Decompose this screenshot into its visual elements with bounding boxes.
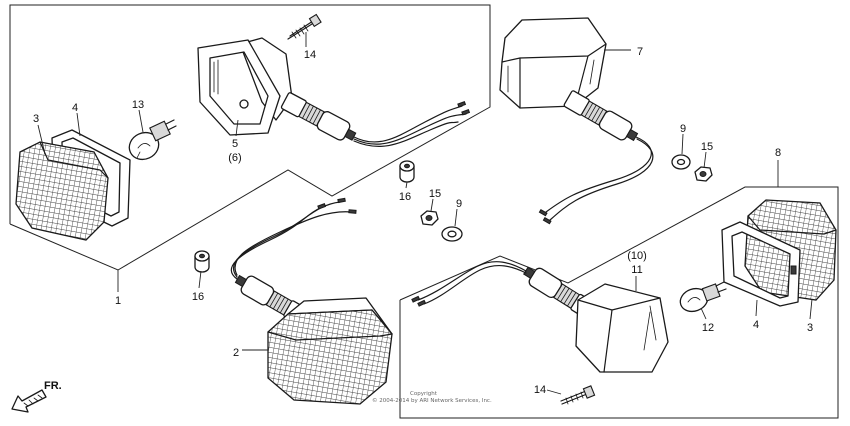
lens-lower-center (267, 309, 393, 405)
washer-upper-right (671, 154, 691, 170)
callout-screw-bottom: 14 (534, 384, 546, 396)
housing-lower-right (575, 283, 669, 373)
group-frame-left-assembly (9, 4, 491, 271)
callout-cushion-left: 16 (192, 291, 204, 303)
callout-gasket-upper-left: 4 (72, 102, 78, 114)
bulb-lower-right (679, 281, 727, 313)
wires-lower-center (230, 197, 357, 280)
callout-lens-lower-right: 3 (807, 322, 813, 334)
cushion-center (399, 160, 415, 183)
callout-housing-lower-right-alt: (10) (627, 250, 647, 262)
callout-lamp-upper-right: 7 (637, 46, 643, 58)
callout-screw-top: 14 (304, 49, 316, 61)
group-frame-right-assembly (399, 186, 839, 419)
lamp-lower-center (267, 297, 393, 405)
nut-upper-right (694, 166, 713, 182)
callout-housing-upper-left: 5 (232, 138, 238, 150)
leader-lines (37, 32, 813, 395)
front-direction-label: FR. (44, 380, 62, 392)
wires-lower-right (411, 261, 527, 307)
watermark-line1: Copyright (410, 391, 438, 397)
watermark-line2: © 2004-2014 by ARI Network Services, Inc… (372, 397, 492, 404)
callout-nut-upper-right: 15 (701, 141, 713, 153)
callout-lens-upper-left: 3 (33, 113, 39, 125)
callout-housing-upper-left-alt: (6) (228, 152, 241, 164)
screw-bottom (560, 385, 596, 405)
cushion-left (194, 250, 210, 273)
callout-assembly-left: 1 (115, 295, 121, 307)
callout-bulb-upper-left: 13 (132, 99, 144, 111)
callout-washer-upper-right: 9 (680, 123, 686, 135)
lens-upper-left-edge (39, 141, 109, 179)
screw-top (287, 13, 322, 40)
callout-lamp-lower-center: 2 (233, 347, 239, 359)
callout-housing-lower-right: 11 (631, 264, 642, 276)
callout-nut-center: 15 (429, 188, 441, 200)
nut-center (420, 210, 439, 226)
callout-cushion-center: 16 (399, 191, 411, 203)
bulb-upper-left (128, 119, 177, 161)
stem-upper-right (563, 90, 639, 142)
washer-center (441, 226, 463, 242)
lens-lower-right-edge (747, 215, 837, 235)
wires-upper-left (353, 101, 471, 148)
housing-upper-left (197, 37, 293, 136)
lens-upper-left (15, 141, 109, 241)
wires-upper-right (538, 136, 654, 225)
callout-assembly-right: 8 (775, 147, 781, 159)
callout-washer-center: 9 (456, 198, 462, 210)
gasket-lower-right-tab (790, 265, 797, 275)
front-direction-arrow-icon (11, 389, 47, 413)
callout-gasket-lower-right: 4 (753, 319, 759, 331)
callout-bulb-lower-right: 12 (702, 322, 714, 334)
stem-upper-left (280, 92, 357, 141)
lamp-upper-right (499, 17, 607, 109)
